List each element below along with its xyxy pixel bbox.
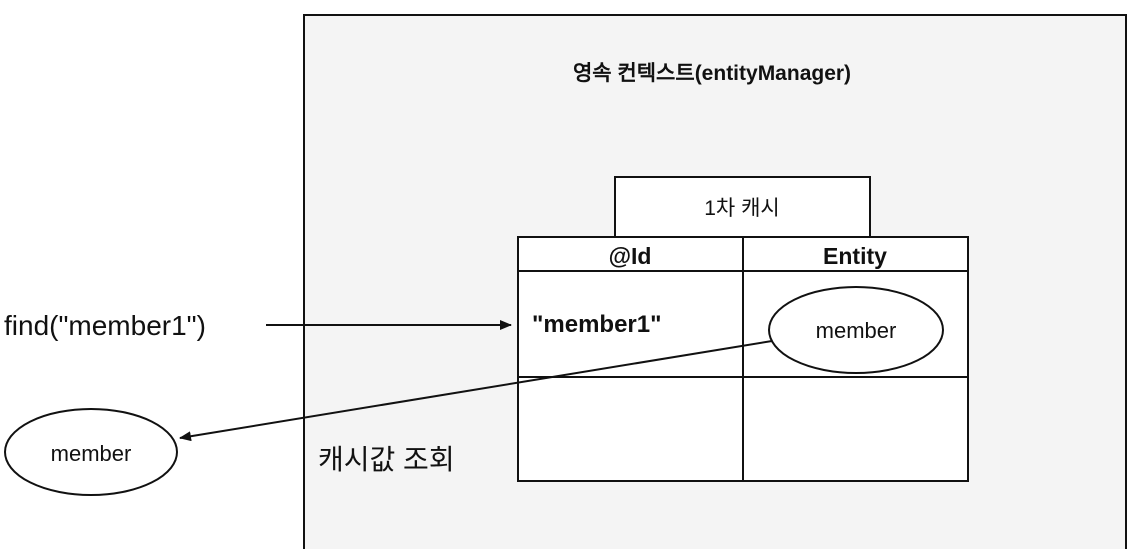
cache-row-1-id: "member1" xyxy=(532,311,661,338)
cache-lookup-annotation: 캐시값 조회 xyxy=(318,444,455,475)
cache-row-1-entity-ellipse xyxy=(768,286,944,374)
first-level-cache-label: 1차 캐시 xyxy=(704,197,779,220)
first-level-cache-tab xyxy=(614,176,871,238)
cache-table: @Id Entity "member1" member xyxy=(517,236,969,482)
cache-header-id: @Id xyxy=(609,243,652,269)
cache-header-entity: Entity xyxy=(823,243,887,269)
find-call-label: find("member1") xyxy=(4,310,206,341)
returned-member-ellipse xyxy=(4,408,178,496)
persistence-context-title: 영속 컨텍스트(entityManager) xyxy=(573,62,851,85)
cache-return-arrow xyxy=(179,340,773,442)
cache-row-1-entity: member xyxy=(816,318,897,343)
returned-member-label: member xyxy=(51,441,132,466)
